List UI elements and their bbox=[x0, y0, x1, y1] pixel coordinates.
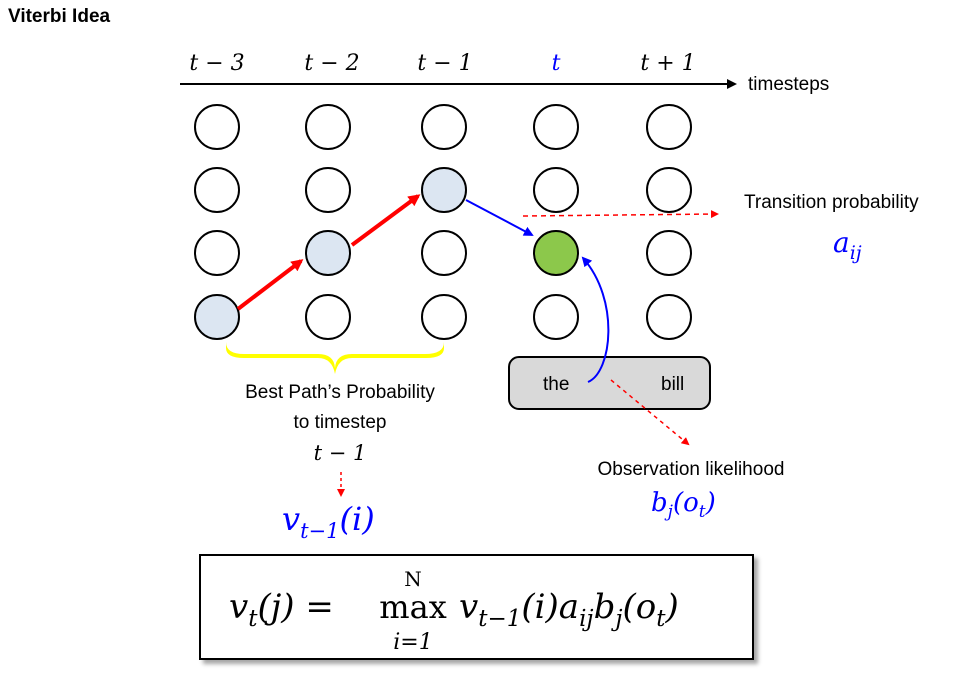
transition-probability-label: Transition probability bbox=[744, 192, 919, 213]
transition-probability-pointer bbox=[522, 210, 719, 219]
timestep-label-t-minus-2: t − 2 bbox=[304, 51, 359, 76]
best-path-arrow-1 bbox=[236, 259, 304, 311]
state-node-t0-s0 bbox=[194, 104, 240, 150]
formula-lhs: vt(j) = bbox=[229, 587, 334, 632]
formula-rhs: vt−1(i)aijbj(ot) bbox=[459, 587, 679, 632]
state-node-t1-s1 bbox=[305, 167, 351, 213]
emission-arrow bbox=[581, 256, 610, 383]
state-node-t0-s1 bbox=[194, 167, 240, 213]
best-path-label-line1: Best Path’s Probability bbox=[245, 382, 435, 403]
best-path-arrow-2 bbox=[350, 194, 421, 247]
formula-max-bottom: i=1 bbox=[393, 630, 432, 655]
timestep-label-t-plus-1: t + 1 bbox=[640, 51, 695, 76]
best-path-label-line2: to timestep bbox=[294, 412, 387, 433]
observation-word-bill: bill bbox=[661, 374, 684, 395]
observation-likelihood-label: Observation likelihood bbox=[598, 459, 785, 480]
state-node-t2-s2 bbox=[421, 230, 467, 276]
state-node-t3-s1 bbox=[533, 167, 579, 213]
best-path-label-line3: t − 1 bbox=[314, 441, 367, 465]
state-node-t0-s3 bbox=[194, 294, 240, 340]
timesteps-axis-label: timesteps bbox=[748, 74, 829, 95]
state-node-t3-s3 bbox=[533, 294, 579, 340]
observation-symbol: bj(ot) bbox=[651, 488, 716, 522]
state-node-t4-s0 bbox=[646, 104, 692, 150]
observation-box bbox=[508, 356, 711, 410]
state-node-t3-s0 bbox=[533, 104, 579, 150]
timestep-label-t: t bbox=[552, 51, 561, 76]
observation-likelihood-pointer bbox=[610, 379, 690, 446]
state-node-t2-s0 bbox=[421, 104, 467, 150]
transition-arrow bbox=[465, 199, 534, 236]
state-node-t1-s2 bbox=[305, 230, 351, 276]
state-node-t1-s3 bbox=[305, 294, 351, 340]
state-node-t3-s2 bbox=[533, 230, 579, 276]
best-path-brace bbox=[226, 342, 444, 374]
observation-word-the: the bbox=[543, 374, 569, 395]
viterbi-formula-box: vt(j) = N max i=1 vt−1(i)aijbj(ot) bbox=[199, 554, 754, 660]
timestep-label-t-minus-3: t − 3 bbox=[189, 51, 244, 76]
formula-max-top: N bbox=[404, 567, 422, 591]
state-node-t2-s3 bbox=[421, 294, 467, 340]
state-node-t0-s2 bbox=[194, 230, 240, 276]
state-node-t4-s1 bbox=[646, 167, 692, 213]
state-node-t4-s3 bbox=[646, 294, 692, 340]
state-node-t1-s0 bbox=[305, 104, 351, 150]
state-node-t2-s1 bbox=[421, 167, 467, 213]
transition-symbol: aij bbox=[833, 226, 862, 264]
best-path-symbol: vt−1(i) bbox=[282, 500, 375, 543]
page-title: Viterbi Idea bbox=[8, 6, 111, 27]
state-node-t4-s2 bbox=[646, 230, 692, 276]
formula-max: max bbox=[379, 588, 446, 626]
timestep-label-t-minus-1: t − 1 bbox=[417, 51, 472, 76]
